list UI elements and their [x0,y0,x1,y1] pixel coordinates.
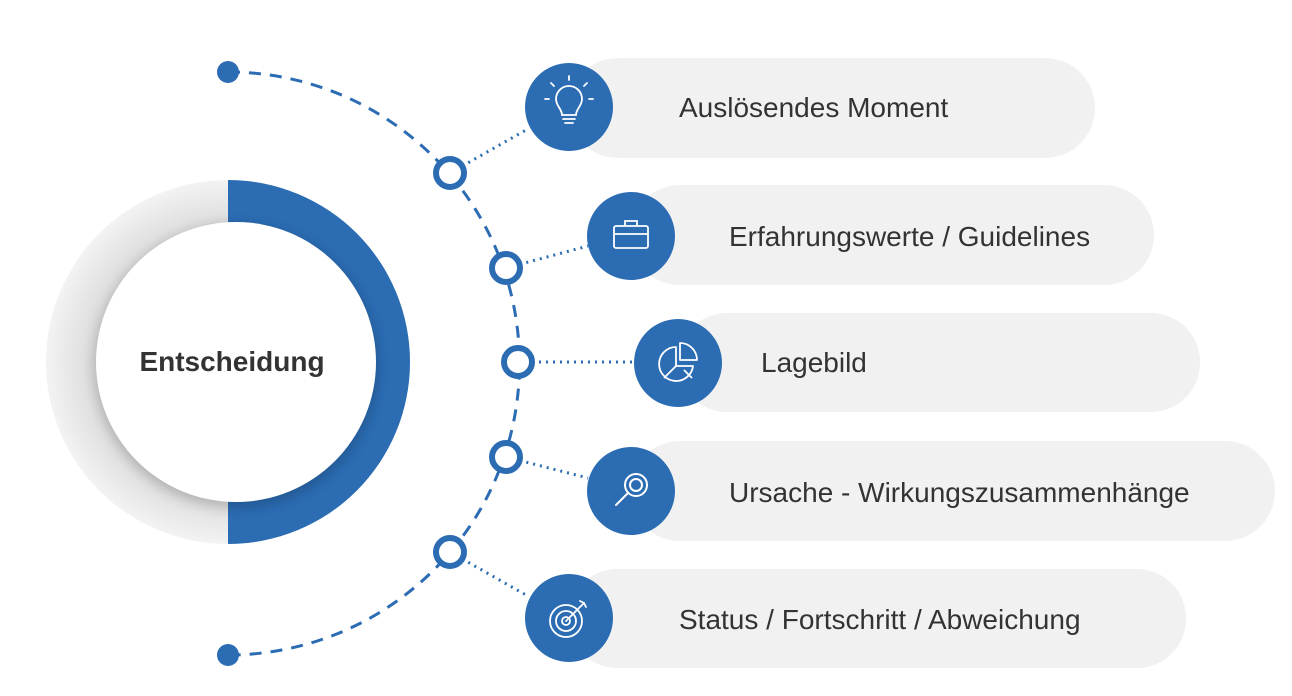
item-situation-picture: Lagebild [634,313,1200,412]
item-icon-badge [587,192,675,280]
item-pill [630,441,1275,541]
briefcase-icon [613,220,649,249]
arc-node [489,251,523,285]
item-pill [678,313,1200,412]
item-label: Auslösendes Moment [679,92,948,123]
arc-start-dot [217,61,239,83]
item-icon-badge [587,447,675,535]
item-label: Status / Fortschritt / Abweichung [679,604,1081,635]
item-cause-effect: Ursache - Wirkungszusammenhänge [587,441,1275,541]
arc-node [489,440,523,474]
pie-chart-icon [658,342,698,382]
center-disc [96,222,376,502]
lightbulb-icon [544,75,594,124]
center-label: Entscheidung [139,346,324,377]
arc-node [433,535,467,569]
arc-node [501,345,535,379]
target-icon [549,600,587,638]
item-status-progress: Status / Fortschritt / Abweichung [525,569,1186,668]
item-icon-badge [634,319,722,407]
item-label: Ursache - Wirkungszusammenhänge [729,477,1190,508]
arc-end-dot [217,644,239,666]
item-experience-guidelines: Erfahrungswerte / Guidelines [587,185,1154,285]
item-pill [568,569,1186,668]
item-label: Erfahrungswerte / Guidelines [729,221,1090,252]
item-icon-badge [525,63,613,151]
magnifier-icon [615,473,648,506]
item-pill [568,58,1095,158]
arc-node [433,156,467,190]
center-ring: Entscheidung [46,180,410,544]
item-label: Lagebild [761,347,867,378]
item-pill [630,185,1154,285]
item-trigger-moment: Auslösendes Moment [525,58,1095,158]
